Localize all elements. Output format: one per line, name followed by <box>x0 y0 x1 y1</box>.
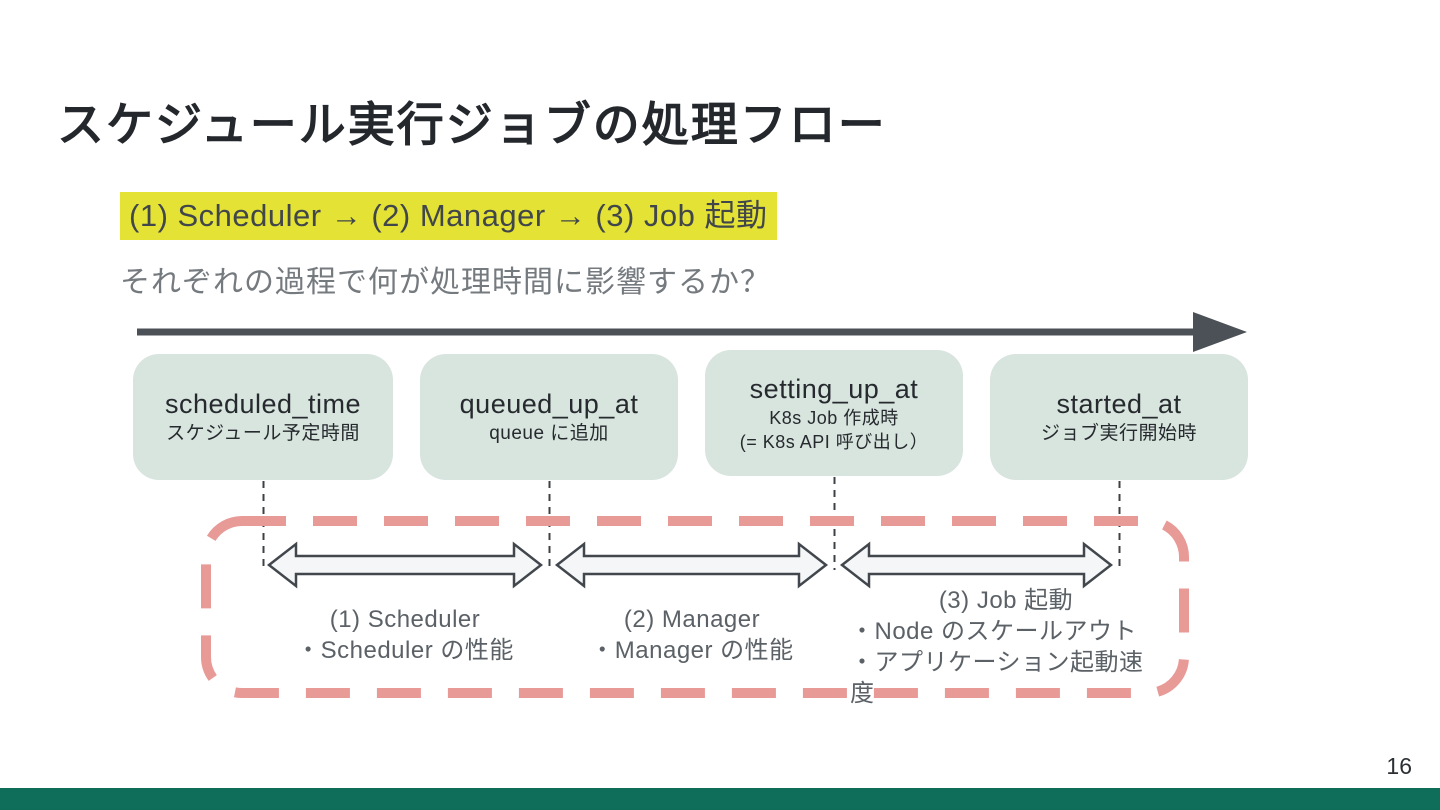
timeline-box-queued-up-at: queued_up_at queue に追加 <box>420 354 678 480</box>
phase-label-scheduler: (1) Scheduler ・Scheduler の性能 <box>255 604 555 666</box>
page-number: 16 <box>1386 753 1412 779</box>
footer-bar <box>0 788 1440 810</box>
phase-line: ・アプリケーション起動速度 <box>850 649 1144 707</box>
box-title: started_at <box>1056 389 1182 419</box>
box-subtitle: K8s Job 作成時 <box>769 408 899 428</box>
phase-label-manager: (2) Manager ・Manager の性能 <box>542 604 842 666</box>
timeline-box-setting-up-at: setting_up_at K8s Job 作成時 (= K8s API 呼び出… <box>705 350 963 476</box>
box-subtitle: スケジュール予定時間 <box>166 423 360 444</box>
phase-span-arrow <box>839 541 1114 589</box>
phase-span-arrow <box>266 541 544 589</box>
highlighted-flow-text: (1) Scheduler → (2) Manager → (3) Job 起動 <box>120 192 777 240</box>
phase-line: ・Manager の性能 <box>590 637 794 664</box>
timeline-box-scheduled-time: scheduled_time スケジュール予定時間 <box>133 354 393 480</box>
phase-line: ・Scheduler の性能 <box>296 637 514 664</box>
phase-span-arrow <box>554 541 829 589</box>
box-subtitle: queue に追加 <box>489 423 609 444</box>
phase-line: (2) Manager <box>623 606 761 633</box>
box-title: scheduled_time <box>164 389 362 419</box>
phase-line: (3) Job 起動 <box>938 587 1074 614</box>
slide-title: スケジュール実行ジョブの処理フロー <box>57 98 887 151</box>
slide-subtitle: それぞれの過程で何が処理時間に影響するか？ <box>120 266 771 299</box>
box-title: queued_up_at <box>459 389 639 419</box>
phase-line: (1) Scheduler <box>329 606 481 633</box>
box-subtitle: ジョブ実行開始時 <box>1040 423 1197 444</box>
phase-label-job-start: (3) Job 起動 ・Node のスケールアウト ・アプリケーション起動速度 <box>850 585 1162 709</box>
box-subtitle: (= K8s API 呼び出し） <box>739 432 929 452</box>
phase-line: ・Node のスケールアウト <box>850 618 1138 645</box>
box-title: setting_up_at <box>749 374 919 404</box>
timeline-arrowhead-icon <box>1193 312 1247 352</box>
timeline-box-started-at: started_at ジョブ実行開始時 <box>990 354 1248 480</box>
